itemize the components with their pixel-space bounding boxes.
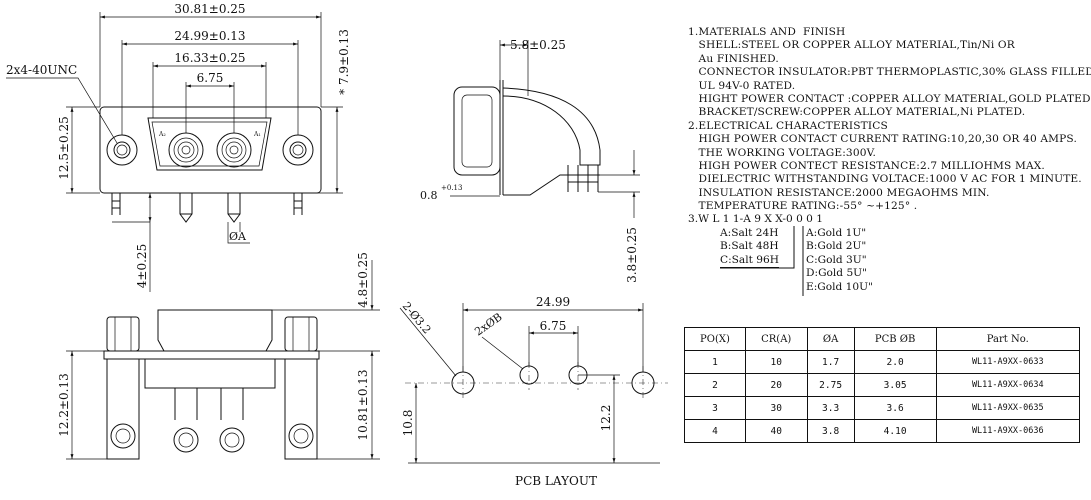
pcb-dim-left: 10.8 xyxy=(401,410,415,437)
note-line: HIGH POWER CONTECT RESISTANCE:2.7 MILLIO… xyxy=(688,160,1045,173)
dim-pin-length: 4±0.25 xyxy=(135,244,149,288)
note-line: 1.MATERIALS AND FINISH xyxy=(688,26,846,38)
pcb-layout: 24.99 6.75 2-Ø3.2 2xØB 10.8 12.2 PCB LAY… xyxy=(400,295,668,488)
salt-option: C:Salt 96H xyxy=(720,254,779,269)
table-cell: WL11-A9XX-0635 xyxy=(935,396,1081,420)
note-line: Au FINISHED. xyxy=(688,52,779,65)
table-cell: 3.3 xyxy=(806,396,855,420)
table-header-cell: Part No. xyxy=(935,327,1081,351)
dim-overall: 30.81±0.25 xyxy=(174,2,245,16)
table-cell: WL11-A9XX-0636 xyxy=(935,419,1081,443)
drawing-views: A₂ A₁ 30.81±0.25 24.99±0.13 16.33±0.25 6… xyxy=(6,2,668,488)
pcb-caption: PCB LAYOUT xyxy=(515,474,597,488)
dim-pitch: 6.75 xyxy=(197,71,224,85)
pcb-dim-right: 12.2 xyxy=(599,405,613,432)
pin-mark-right: A₁ xyxy=(253,131,261,138)
spec-notes: 1.MATERIALS AND FINISH SHELL:STEEL OR CO… xyxy=(688,26,1091,214)
table-cell: 2.75 xyxy=(806,373,855,397)
pin-diameter: ØA xyxy=(229,230,247,243)
note-line: HIGHT POWER CONTACT :COPPER ALLOY MATERI… xyxy=(688,93,1091,106)
table-cell: 3.6 xyxy=(853,396,937,420)
pcb-dim-pitch: 6.75 xyxy=(540,319,567,333)
gold-options: A:Gold 1U"B:Gold 2U"C:Gold 3U"D:Gold 5U"… xyxy=(806,227,873,294)
table-cell: 2.0 xyxy=(853,350,937,374)
table-cell: 40 xyxy=(744,419,808,443)
dim-side-top: 5.8±0.25 xyxy=(510,38,566,52)
pcb-hole-pin: 2xØB xyxy=(472,310,504,338)
note-line: DIELECTRIC WITHSTANDING VOLTACE:1000 V A… xyxy=(688,173,1082,186)
dim-height: * 7.9±0.13 xyxy=(337,29,351,95)
dim-side-leg: 3.8±0.25 xyxy=(625,227,639,283)
table-cell: 1 xyxy=(684,350,746,374)
note-line: THE WORKING VOLTAGE:300V. xyxy=(688,146,877,159)
pcb-hole-mount: 2-Ø3.2 xyxy=(400,300,434,337)
dim-bottom-right: 10.81±0.13 xyxy=(356,369,370,440)
table-header-cell: PCB ØB xyxy=(853,327,937,351)
note-line: BRACKET/SCREW:COPPER ALLOY MATERIAL,Ni P… xyxy=(688,106,1026,119)
dim-bracket-tol: +0.13 xyxy=(441,184,462,192)
table-cell: 3.8 xyxy=(806,419,855,443)
note-line: INSULATION RESISTANCE:2000 MEGAOHMS MIN. xyxy=(688,186,990,199)
table-cell: 2 xyxy=(684,373,746,397)
table-cell: 30 xyxy=(744,396,808,420)
table-cell: 3.05 xyxy=(853,373,937,397)
gold-option: A:Gold 1U" xyxy=(806,227,867,239)
table-header-cell: CR(A) xyxy=(744,327,808,351)
table-cell: WL11-A9XX-0634 xyxy=(935,373,1081,397)
table-header-cell: PO(X) xyxy=(684,327,746,351)
table-cell: 4 xyxy=(684,419,746,443)
gold-option: C:Gold 3U" xyxy=(806,253,867,266)
note-line: TEMPERATURE RATING:-55° ~+125° . xyxy=(688,200,918,213)
gold-option: E:Gold 10U" xyxy=(806,280,873,293)
pcb-dim-mount: 24.99 xyxy=(536,295,570,309)
gold-option: B:Gold 2U" xyxy=(806,240,867,253)
pin-mark-left: A₂ xyxy=(158,131,166,138)
table-cell: 10 xyxy=(744,350,808,374)
dim-mount: 24.99±0.13 xyxy=(174,29,245,43)
bottom-view: 12.2±0.13 10.81±0.13 4.8±0.25 xyxy=(57,252,380,460)
dim-left-height: 12.5±0.25 xyxy=(57,116,71,180)
note-line: SHELL:STEEL OR COPPER ALLOY MATERIAL,Tin… xyxy=(688,39,1015,52)
salt-option: B:Salt 48H xyxy=(720,240,779,253)
side-view: 5.8±0.25 0.8 +0.13 3.8±0.25 xyxy=(420,38,640,283)
table-cell: 4.10 xyxy=(853,419,937,443)
table-cell: 20 xyxy=(744,373,808,397)
part-code: 3.W L 1 1-A 9 X X-0 0 0 1 xyxy=(688,213,824,225)
dim-bottom-right-top: 4.8±0.25 xyxy=(356,252,370,308)
table-cell: 3 xyxy=(684,396,746,420)
note-line: UL 94V-0 RATED. xyxy=(688,79,796,92)
thread-callout: 2x4-40UNC xyxy=(6,63,77,77)
note-line: CONNECTOR INSULATOR:PBT THERMOPLASTIC,30… xyxy=(688,66,1091,79)
table-cell: WL11-A9XX-0633 xyxy=(935,350,1081,374)
dim-bottom-left: 12.2±0.13 xyxy=(57,373,71,437)
gold-option: D:Gold 5U" xyxy=(806,267,867,280)
salt-option: A:Salt 24H xyxy=(720,227,779,239)
note-line: HIGH POWER CONTACT CURRENT RATING:10,20,… xyxy=(688,133,1077,146)
table-cell: 1.7 xyxy=(806,350,855,374)
dim-shell: 16.33±0.25 xyxy=(174,51,245,65)
table-header-cell: ØA xyxy=(806,327,855,351)
dim-bracket: 0.8 xyxy=(420,189,438,202)
note-line: 2.ELECTRICAL CHARACTERISTICS xyxy=(688,119,888,132)
front-view: A₂ A₁ 30.81±0.25 24.99±0.13 16.33±0.25 6… xyxy=(6,2,351,292)
